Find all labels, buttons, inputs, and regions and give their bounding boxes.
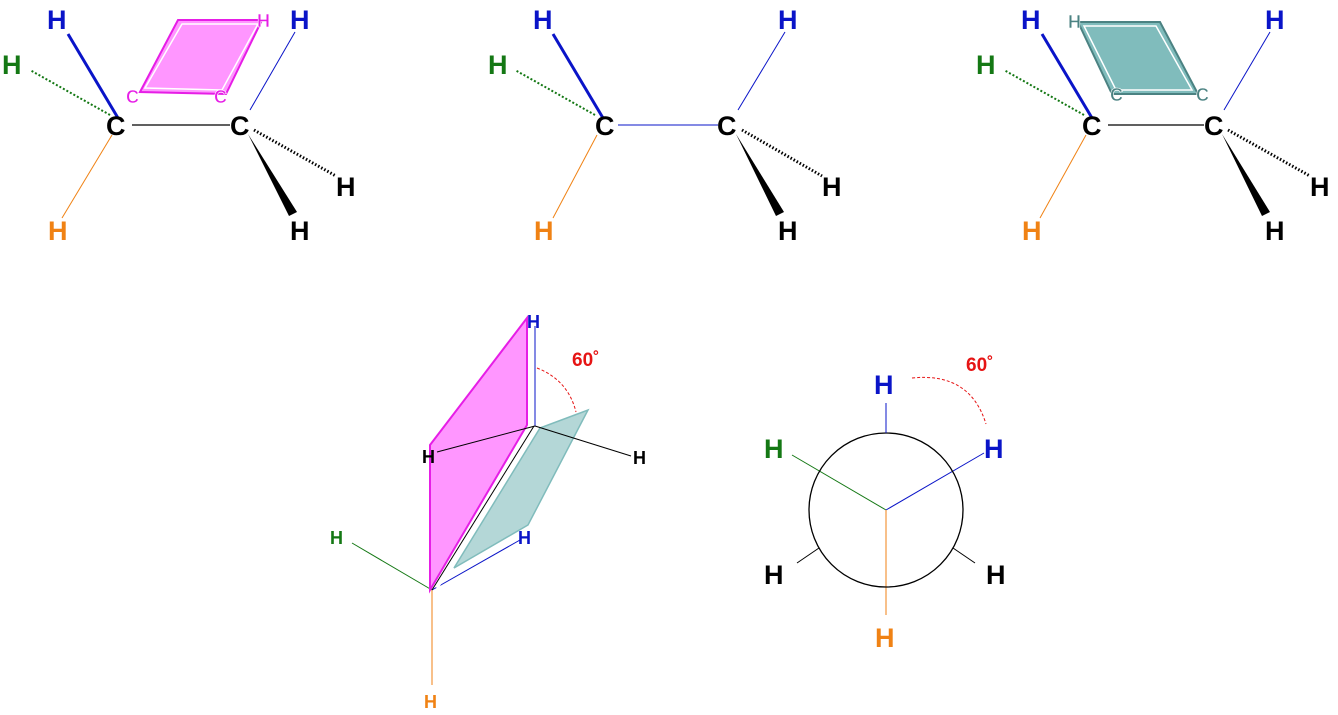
atom-h-black: H bbox=[1310, 172, 1330, 202]
atom-h-green: H bbox=[330, 528, 343, 548]
newman-angle-label: 60˚ bbox=[966, 355, 993, 376]
atom-h-blue-2: H bbox=[778, 5, 798, 35]
atom-h-green: H bbox=[488, 50, 508, 80]
atom-h-blue-top: H bbox=[527, 312, 540, 332]
back-bond-black-left bbox=[796, 547, 820, 564]
bond-c2-h-dashed bbox=[1227, 128, 1311, 178]
bond-c2-h-blue bbox=[737, 31, 786, 111]
atom-h-green: H bbox=[2, 50, 22, 80]
atom-h-orange: H bbox=[424, 692, 437, 712]
bond-c2-h-dashed bbox=[741, 128, 823, 178]
atom-h-blue-right: H bbox=[984, 434, 1004, 464]
plane-atom-h: H bbox=[257, 11, 270, 31]
teal-plane-outline bbox=[1082, 25, 1194, 91]
plane-atom-h: H bbox=[1068, 12, 1081, 32]
newman-projection-panel: 60˚ H H H H H H bbox=[764, 355, 1006, 653]
bond-c1-h-green-dashed bbox=[29, 69, 111, 116]
atom-h-black-right: H bbox=[633, 448, 646, 468]
atom-h-black-right: H bbox=[986, 560, 1006, 590]
atom-c2: C bbox=[230, 111, 250, 141]
sawhorse-teal-plane-panel: H H C C H H H H H C C bbox=[976, 5, 1330, 246]
atom-h-blue: H bbox=[1021, 5, 1041, 35]
atom-h-orange: H bbox=[534, 216, 554, 246]
bond-c1-h-blue bbox=[551, 33, 605, 119]
atom-h-black: H bbox=[822, 172, 842, 202]
bond-c1-h-blue bbox=[1040, 33, 1094, 119]
back-bond-black-right bbox=[952, 547, 976, 564]
bond-c1-h-orange bbox=[1039, 134, 1087, 219]
sawhorse-pink-plane-panel: H H C C H H H H C C H bbox=[2, 5, 356, 246]
atom-h-orange: H bbox=[875, 623, 895, 653]
front-bond-green bbox=[791, 454, 887, 511]
bond-c2-h-blue bbox=[249, 31, 296, 111]
plane-atom-c: C bbox=[126, 87, 139, 107]
bond-c2-h-wedge bbox=[248, 134, 297, 216]
bond-c1-h-orange bbox=[61, 134, 113, 219]
atom-h-blue: H bbox=[47, 5, 67, 35]
bond-c2-h-blue bbox=[1223, 31, 1271, 111]
bond-c1-h-orange bbox=[552, 134, 598, 219]
atom-h-orange: H bbox=[48, 216, 68, 246]
pink-plane bbox=[138, 19, 264, 96]
sawhorse-panel: H H C C H H H H bbox=[488, 5, 842, 246]
newman-angle-arc bbox=[911, 376, 987, 425]
plane-edge-highlight bbox=[435, 427, 539, 589]
atom-h-blue: H bbox=[518, 528, 531, 548]
pink-plane-outline bbox=[143, 23, 260, 91]
dihedral-planes-panel: 60˚ H H H H H H bbox=[330, 312, 646, 712]
atom-h-green: H bbox=[976, 50, 996, 80]
atom-h-green: H bbox=[764, 434, 784, 464]
atom-h-black-2: H bbox=[290, 216, 310, 246]
atom-c2: C bbox=[1204, 111, 1224, 141]
atom-h-orange: H bbox=[1022, 216, 1042, 246]
bond-c1-h-green-dashed bbox=[514, 69, 596, 116]
atom-c1: C bbox=[595, 111, 615, 141]
front-bond-blue bbox=[885, 452, 985, 511]
atom-h-black-left: H bbox=[422, 447, 435, 467]
bond-c1-h-blue bbox=[66, 33, 120, 119]
atom-h-black-left: H bbox=[764, 560, 784, 590]
atom-h-black-2: H bbox=[778, 216, 798, 246]
bond-h-green bbox=[351, 542, 433, 591]
plane-atom-c: C bbox=[1110, 85, 1123, 105]
plane-atom-c-2: C bbox=[1196, 85, 1209, 105]
atom-h-blue-2: H bbox=[1265, 5, 1285, 35]
teal-plane bbox=[453, 408, 590, 569]
atom-h-blue: H bbox=[533, 5, 553, 35]
bond-c-c bbox=[431, 425, 535, 591]
atom-h-blue-2: H bbox=[290, 5, 310, 35]
atom-h-black: H bbox=[336, 172, 356, 202]
plane-atom-c-2: C bbox=[214, 87, 227, 107]
teal-plane bbox=[1076, 21, 1200, 95]
bond-h-black-left bbox=[436, 425, 536, 453]
atom-c1: C bbox=[106, 111, 126, 141]
bond-c1-h-green-dashed bbox=[1003, 69, 1085, 116]
bond-h-blue bbox=[431, 539, 521, 591]
pink-plane bbox=[429, 315, 528, 594]
dihedral-angle-arc bbox=[536, 367, 577, 413]
bond-c2-h-wedge bbox=[1222, 134, 1270, 216]
atom-h-black-2: H bbox=[1265, 216, 1285, 246]
bond-h-black-right bbox=[534, 425, 632, 457]
bond-c2-h-wedge bbox=[736, 134, 784, 216]
dihedral-angle-label: 60˚ bbox=[572, 350, 599, 371]
atom-c2: C bbox=[717, 111, 737, 141]
bond-c2-h-dashed bbox=[253, 128, 337, 178]
atom-h-blue-top: H bbox=[874, 370, 894, 400]
atom-c1: C bbox=[1082, 111, 1102, 141]
